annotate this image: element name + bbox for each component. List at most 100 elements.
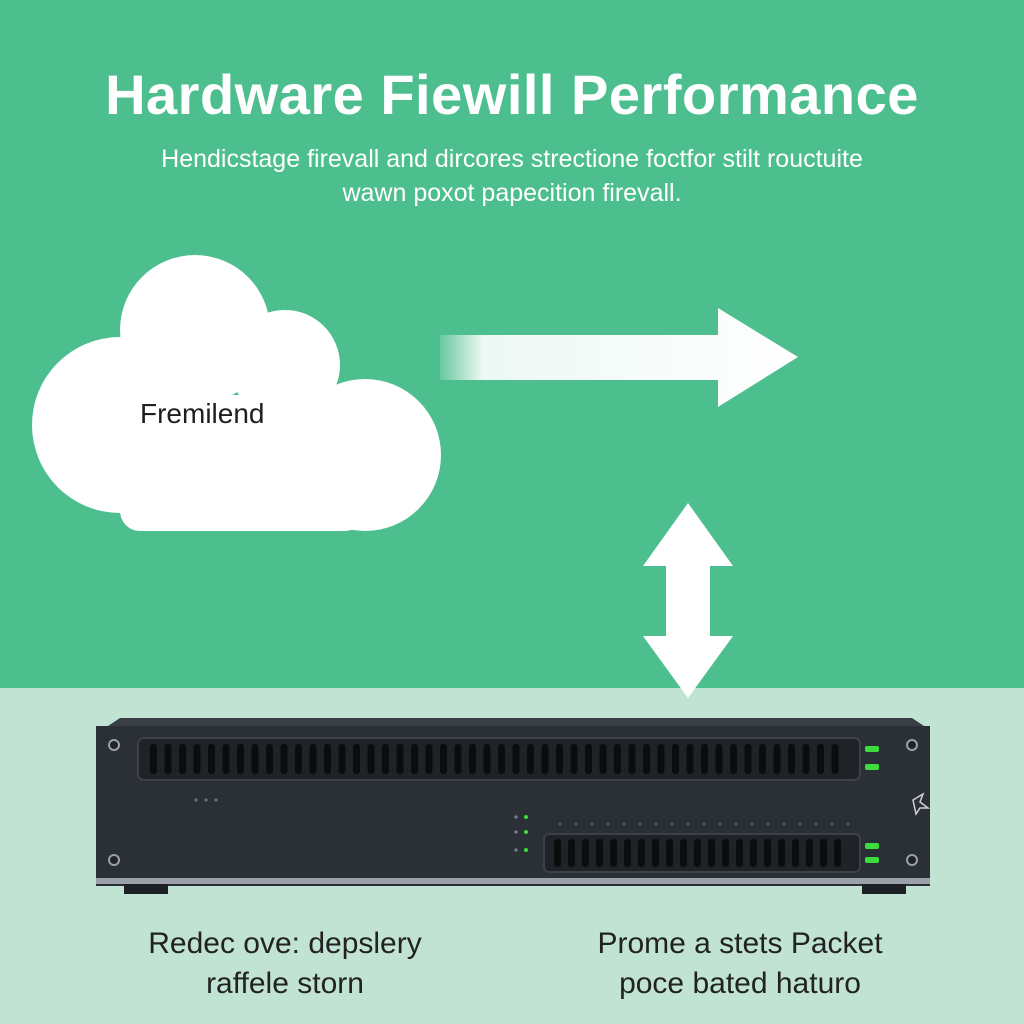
bidirectional-arrow-icon	[643, 503, 733, 698]
firewall-appliance	[96, 718, 931, 894]
vent-slot	[773, 744, 781, 774]
indicator-dot	[830, 822, 834, 826]
vent-slot	[750, 839, 757, 867]
indicator-dot	[782, 822, 786, 826]
caption-right: Prome a stets Packet poce bated haturo	[560, 924, 920, 1004]
vent-slot	[694, 839, 701, 867]
caption-left-line-2: raffele storn	[206, 967, 364, 1000]
vent-slot	[666, 839, 673, 867]
vent-slot	[411, 744, 418, 774]
indicator-dot	[574, 822, 578, 826]
indicator-dot	[798, 822, 802, 826]
vent-slot	[338, 744, 346, 774]
vent-slot	[527, 744, 534, 774]
indicator-dot	[750, 822, 754, 826]
vent-slot	[396, 744, 404, 774]
vent-slot	[454, 744, 462, 774]
vent-slot	[554, 839, 561, 867]
caption-right-line-2: poce bated haturo	[619, 967, 861, 1000]
vent-slot	[498, 744, 505, 774]
vent-slot	[237, 744, 244, 774]
vent-slot	[788, 744, 795, 774]
vent-slot	[624, 839, 631, 867]
subtitle-line-1: Hendicstage firevall and dircores strect…	[161, 145, 863, 173]
vent-slot	[730, 744, 737, 774]
vent-slot	[179, 744, 186, 774]
vent-slot	[512, 744, 520, 774]
vent-slot	[643, 744, 650, 774]
vent-slot	[701, 744, 708, 774]
indicator-dot	[814, 822, 818, 826]
vent-slot	[483, 744, 491, 774]
vent-slot	[556, 744, 563, 774]
vent-slot	[295, 744, 302, 774]
vent-slot	[831, 744, 839, 774]
vent-slot	[628, 744, 636, 774]
vent-slot	[817, 744, 824, 774]
vent-slot	[722, 839, 729, 867]
page-title: Hardware Fiewill Performance	[105, 63, 919, 126]
vent-slot	[652, 839, 659, 867]
vent-slot	[764, 839, 771, 867]
vent-slot	[759, 744, 766, 774]
indicator-dot	[686, 822, 690, 826]
vent-slot	[834, 839, 841, 867]
vent-slot	[541, 744, 549, 774]
vent-slot	[820, 839, 827, 867]
vent-slot	[744, 744, 752, 774]
vent-slot	[208, 744, 215, 774]
caption-right-line-1: Prome a stets Packet	[597, 927, 883, 960]
vent-slot	[280, 744, 288, 774]
vent-slot	[440, 744, 447, 774]
vent-slot	[222, 744, 230, 774]
indicator-dot	[606, 822, 610, 826]
indicator-dot	[670, 822, 674, 826]
vent-slot	[778, 839, 785, 867]
vent-slot	[570, 744, 578, 774]
vent-slot	[266, 744, 273, 774]
vent-slot	[585, 744, 592, 774]
indicator-dot	[654, 822, 658, 826]
indicator-dot	[734, 822, 738, 826]
vent-slot	[324, 744, 331, 774]
indicator-dot	[846, 822, 850, 826]
vent-slot	[657, 744, 665, 774]
vent-slot	[353, 744, 360, 774]
arrow-right-icon	[440, 308, 798, 407]
vent-slot	[806, 839, 813, 867]
vent-slot	[736, 839, 743, 867]
vent-slot	[686, 744, 694, 774]
vent-slot	[309, 744, 317, 774]
indicator-dot	[638, 822, 642, 826]
vent-slot	[638, 839, 645, 867]
caption-left-line-1: Redec ove: depslery	[148, 927, 422, 960]
page-subtitle: Hendicstage firevall and dircores strect…	[100, 142, 924, 210]
indicator-dot	[622, 822, 626, 826]
caption-left: Redec ove: depslery raffele storn	[110, 924, 460, 1004]
vent-slot	[614, 744, 621, 774]
vent-slot	[367, 744, 375, 774]
indicator-dot	[558, 822, 562, 826]
cloud-label: Fremilend	[140, 398, 265, 429]
vent-slot	[802, 744, 810, 774]
vent-slot	[164, 744, 172, 774]
vent-slot	[672, 744, 679, 774]
vent-slot	[792, 839, 799, 867]
indicator-dot	[590, 822, 594, 826]
cloud-icon	[32, 255, 441, 531]
vent-slot	[382, 744, 389, 774]
vent-slot	[469, 744, 476, 774]
vent-slot	[708, 839, 715, 867]
vent-slot	[599, 744, 607, 774]
vent-slot	[610, 839, 617, 867]
indicator-dot	[766, 822, 770, 826]
vent-slot	[568, 839, 575, 867]
subtitle-line-2: wawn poxot papecition firevall.	[342, 179, 682, 207]
vent-slot	[715, 744, 723, 774]
vent-slot	[193, 744, 201, 774]
vent-slot	[425, 744, 433, 774]
vent-slot	[251, 744, 259, 774]
vent-slot	[582, 839, 589, 867]
vent-slot	[150, 744, 157, 774]
indicator-dot	[718, 822, 722, 826]
